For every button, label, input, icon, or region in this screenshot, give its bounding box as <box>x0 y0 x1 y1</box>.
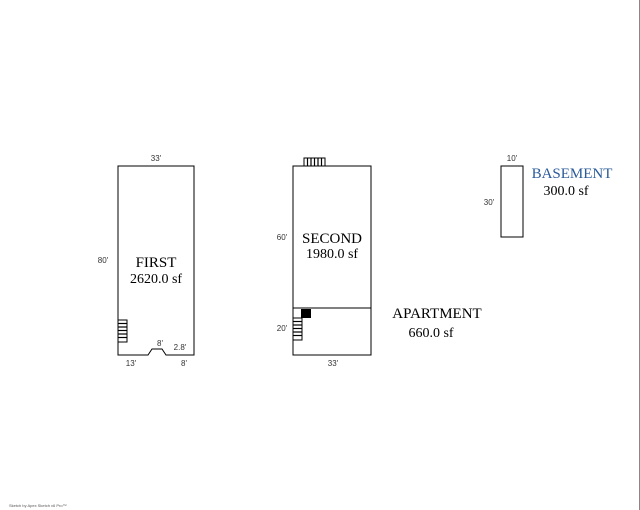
apartment-stairs-icon <box>292 317 303 341</box>
apartment-area: 660.0 sf <box>408 326 453 341</box>
first-floor-name: FIRST <box>136 255 177 271</box>
first-floor: FIRST 2620.0 sf 33' 80' 13' 8' 8' 2.8' <box>98 154 195 368</box>
basement-outline <box>500 165 524 238</box>
apartment-name: APARTMENT <box>392 306 481 322</box>
second-bottom-dimension: 33' <box>328 359 339 368</box>
apartment-left-dimension: 20' <box>277 324 288 333</box>
basement-name: BASEMENT <box>532 166 613 182</box>
first-left-dimension: 80' <box>98 256 109 265</box>
first-top-dimension: 33' <box>151 154 162 163</box>
first-bottom-left-dimension: 13' <box>126 359 137 368</box>
second-floor-stairs-icon <box>303 157 326 167</box>
basement-top-dimension: 10' <box>507 154 518 163</box>
first-notch-width-dimension: 8' <box>157 339 163 348</box>
first-floor-stairs-icon <box>117 319 128 343</box>
second-left-dimension: 60' <box>277 233 288 242</box>
basement: BASEMENT 300.0 sf 10' 30' <box>484 154 613 238</box>
basement-area: 300.0 sf <box>543 184 588 199</box>
first-notch-depth-dimension: 2.8' <box>174 343 187 352</box>
basement-left-dimension: 30' <box>484 198 495 207</box>
apartment-landing-block <box>301 309 311 318</box>
second-floor-name: SECOND <box>302 231 362 247</box>
first-bottom-right-dimension: 8' <box>181 359 187 368</box>
first-floor-outline <box>117 165 195 356</box>
sketch-credit: Sketch by Apex Sketch v6 Pro™ <box>9 503 67 508</box>
first-floor-area: 2620.0 sf <box>130 272 182 287</box>
second-floor-area: 1980.0 sf <box>306 247 358 262</box>
second-floor: SECOND 1980.0 sf APARTMENT 660.0 sf 60' … <box>277 157 482 368</box>
